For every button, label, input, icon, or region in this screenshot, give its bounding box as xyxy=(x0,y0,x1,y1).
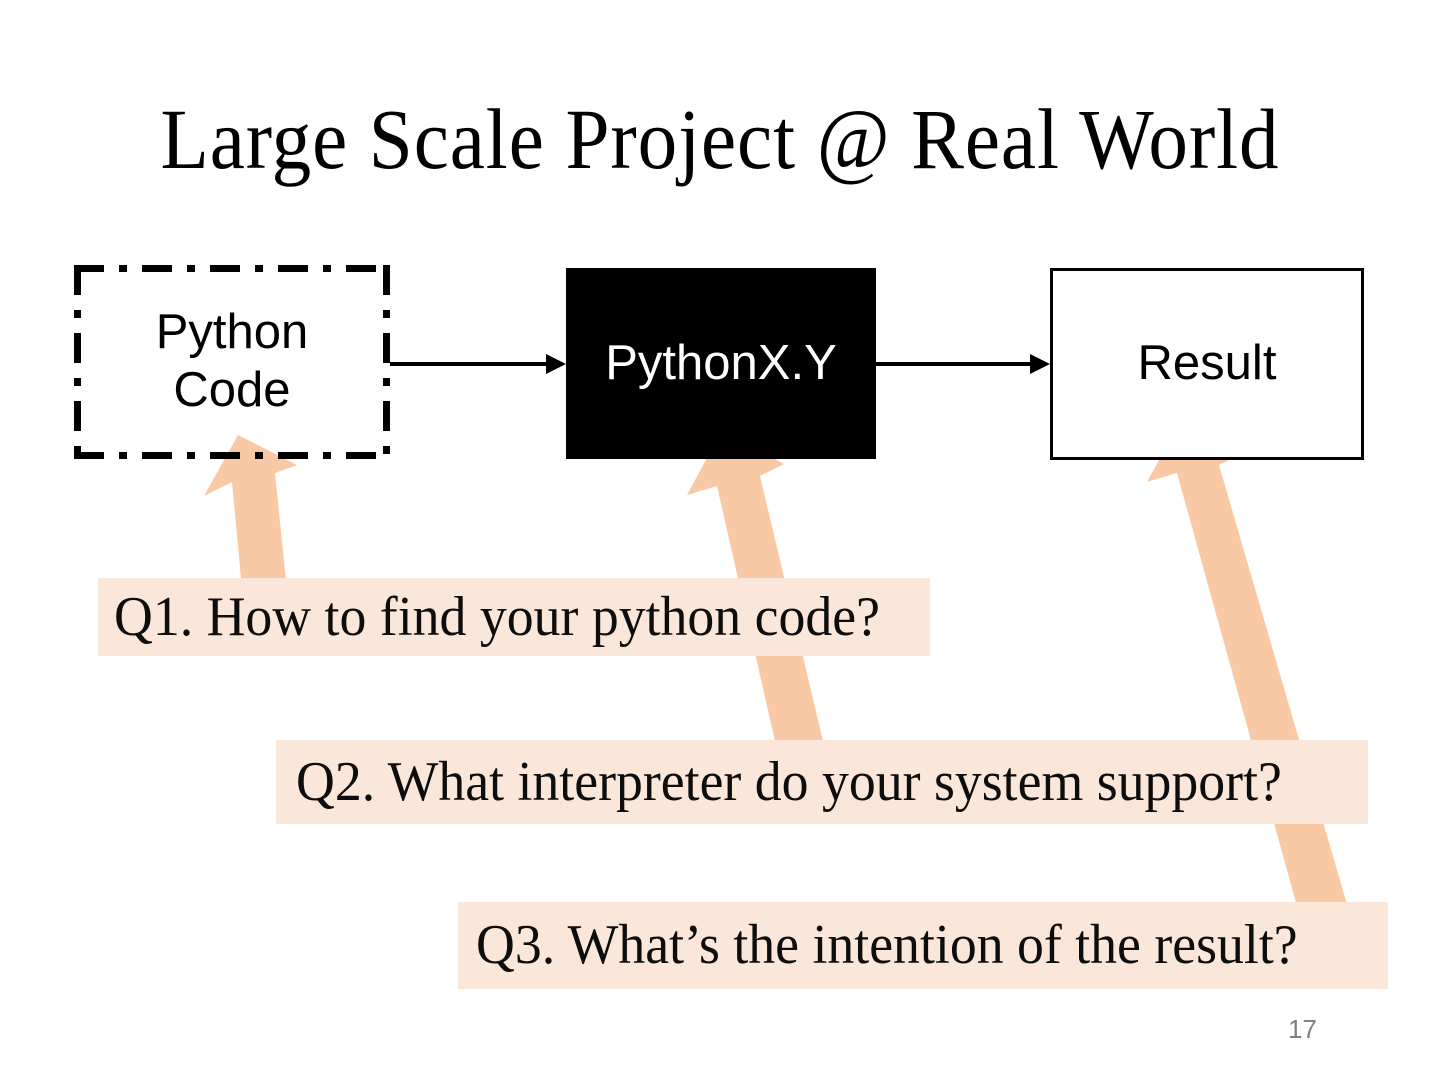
callout-q1[interactable]: Q1. How to find your python code? xyxy=(98,578,930,656)
callout-q3-text: Q3. What’s the intention of the result? xyxy=(476,914,1298,977)
connector-interpreter-to-result-head xyxy=(1030,354,1050,374)
flow-box-python-code-line1: Python xyxy=(155,305,309,360)
q1-callout-arrow xyxy=(204,435,297,600)
connector-code-to-interpreter-head xyxy=(546,354,566,374)
flow-box-pythonxy-label: PythonX.Y xyxy=(605,335,837,390)
page-number: 17 xyxy=(1288,1014,1317,1044)
flow-box-result[interactable]: Result xyxy=(1050,268,1364,460)
flow-box-python-code[interactable]: Python Code xyxy=(74,265,390,459)
flow-box-pythonxy[interactable]: PythonX.Y xyxy=(566,268,876,459)
flow-box-python-code-label: Python Code xyxy=(74,304,390,420)
callout-q3[interactable]: Q3. What’s the intention of the result? xyxy=(458,902,1388,989)
flow-box-result-label: Result xyxy=(1137,336,1277,391)
flow-box-python-code-line2: Code xyxy=(173,363,291,417)
callout-q2-text: Q2. What interpreter do your system supp… xyxy=(296,750,1282,813)
page-title: Large Scale Project @ Real World xyxy=(160,91,1280,187)
callout-q2[interactable]: Q2. What interpreter do your system supp… xyxy=(276,740,1368,824)
callout-q1-text: Q1. How to find your python code? xyxy=(114,585,880,648)
